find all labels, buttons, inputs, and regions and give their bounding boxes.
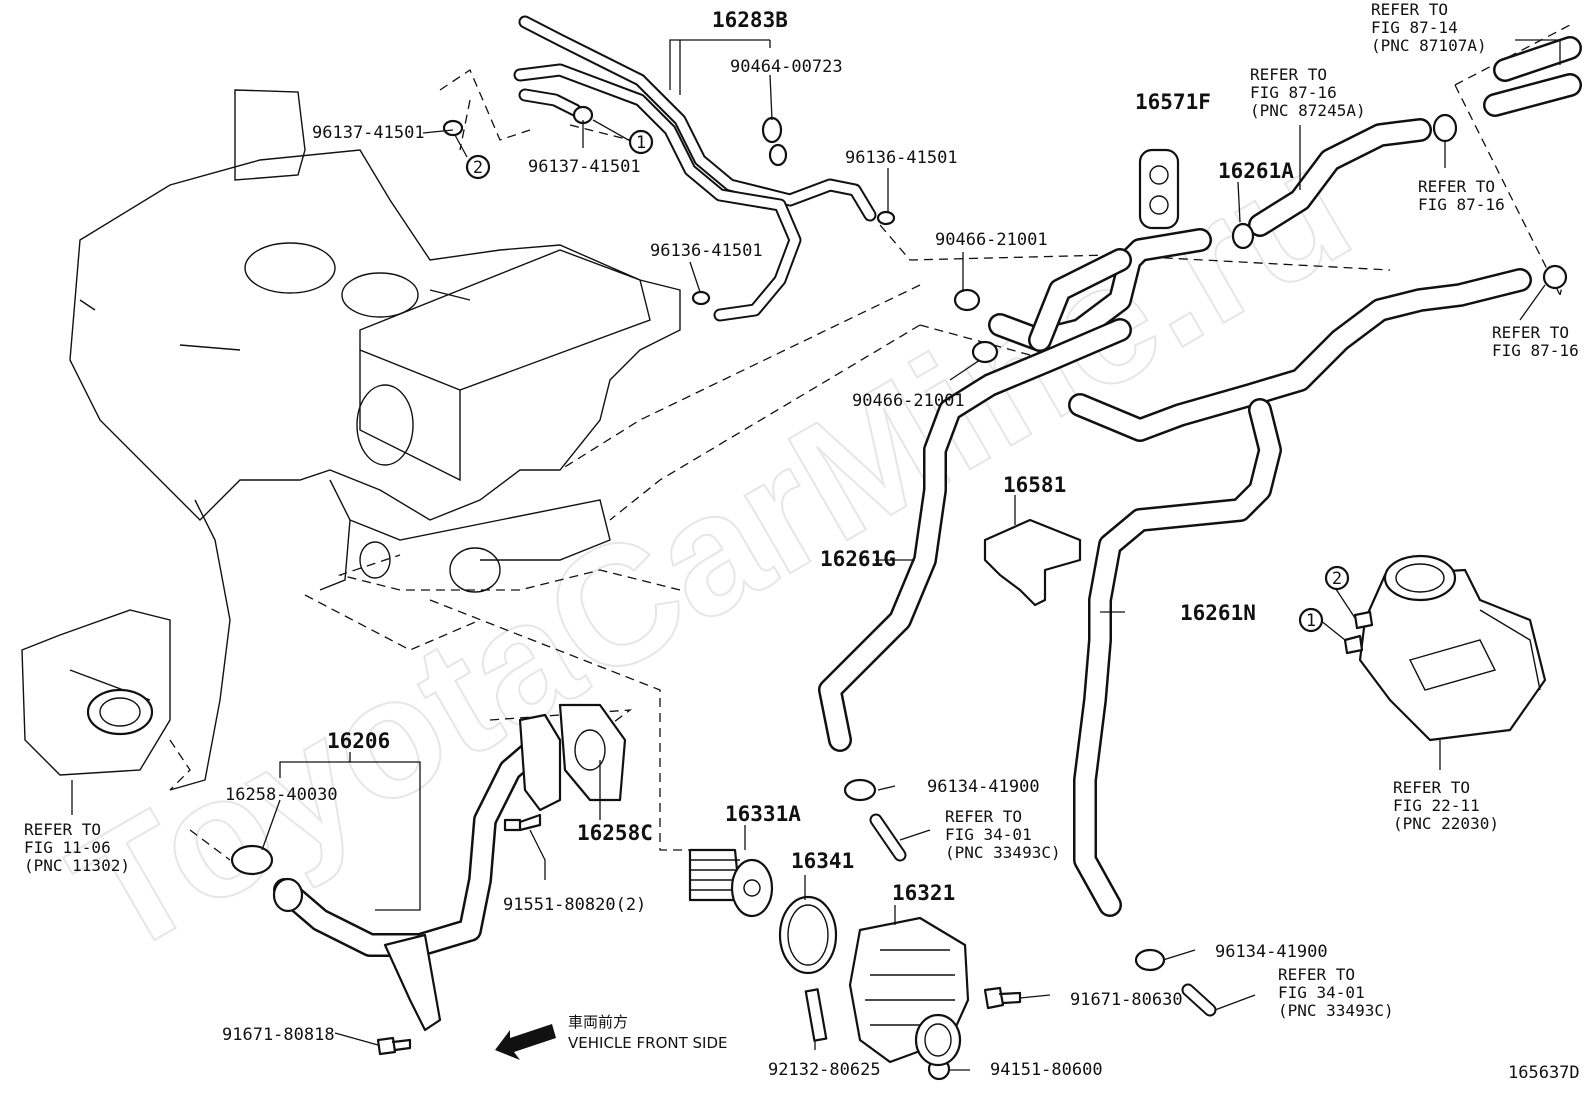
label-16283B: 16283B [712, 8, 788, 32]
label-16206: 16206 [327, 729, 390, 753]
ref-87-16-b-l1: REFER TO [1418, 177, 1495, 196]
throttle-body [1343, 554, 1547, 742]
gasket-16341 [778, 895, 838, 975]
guide-lines [169, 24, 1571, 861]
ref-87-14-l3: (PNC 87107A) [1371, 36, 1487, 55]
ref-22-11-l3: (PNC 22030) [1393, 814, 1499, 833]
ref-34-01-a-l2: FIG 34-01 [945, 825, 1032, 844]
label-16341: 16341 [791, 849, 854, 873]
ref-87-16-a-l2: FIG 87-16 [1250, 83, 1337, 102]
label-96134-41900-b: 96134-41900 [1215, 942, 1328, 962]
ref-11-06-l1: REFER TO [24, 820, 101, 839]
ref-34-01-b-l3: (PNC 33493C) [1278, 1001, 1394, 1020]
vehicle-front-arrow [495, 1024, 556, 1060]
label-16261G: 16261G [820, 547, 896, 571]
label-16258-40030: 16258-40030 [225, 785, 338, 805]
label-94151-80600: 94151-80600 [990, 1060, 1103, 1080]
label-96137-41501-a: 96137-41501 [312, 123, 425, 143]
ref-11-06-l2: FIG 11-06 [24, 838, 111, 857]
ref-34-01-b-l1: REFER TO [1278, 965, 1355, 984]
ref-87-16-c-l2: FIG 87-16 [1492, 341, 1579, 360]
label-90466-21001-b: 90466-21001 [852, 391, 965, 411]
label-92132-80625: 92132-80625 [768, 1060, 881, 1080]
label-96136-41501-a: 96136-41501 [845, 148, 958, 168]
bracket-16571F [1138, 148, 1180, 230]
thermostat-16331A [688, 848, 774, 918]
circle-1-b: 1 [1306, 611, 1316, 631]
ref-34-01-a-l1: REFER TO [945, 807, 1022, 826]
label-16321: 16321 [892, 881, 955, 905]
label-16571F: 16571F [1135, 90, 1211, 114]
ref-22-11-l2: FIG 22-11 [1393, 796, 1480, 815]
engine-block [21, 89, 681, 791]
label-16331A: 16331A [725, 802, 801, 826]
ref-87-16-a-l1: REFER TO [1250, 65, 1327, 84]
label-96134-41900-a: 96134-41900 [927, 777, 1040, 797]
label-96136-41501-b: 96136-41501 [650, 241, 763, 261]
label-16261N: 16261N [1180, 601, 1256, 625]
ref-34-01-b-l2: FIG 34-01 [1278, 983, 1365, 1002]
label-90466-21001-a: 90466-21001 [935, 230, 1048, 250]
water-inlet-16321 [848, 916, 970, 1067]
small-hose-ends [869, 813, 1217, 1017]
ref-87-16-c-l1: REFER TO [1492, 323, 1569, 342]
part-labels: 16283B 90464-00723 96137-41501 96137-415… [222, 8, 1328, 1080]
circle-callouts: 1 2 2 1 [465, 129, 1350, 633]
label-90464-00723: 90464-00723 [730, 57, 843, 77]
ref-87-16-a-l3: (PNC 87245A) [1250, 101, 1366, 120]
label-16261A: 16261A [1218, 159, 1294, 183]
label-91551-80820: 91551-80820(2) [503, 895, 646, 915]
vehicle-front-en: VEHICLE FRONT SIDE [568, 1034, 728, 1052]
ref-22-11-l1: REFER TO [1393, 778, 1470, 797]
ref-34-01-a-l3: (PNC 33493C) [945, 843, 1061, 862]
circle-1-a: 1 [636, 133, 646, 153]
circle-2-b: 2 [1332, 569, 1342, 589]
clip-16581 [983, 518, 1082, 607]
ref-87-14-l2: FIG 87-14 [1371, 18, 1458, 37]
heater-pipes [1483, 36, 1582, 117]
vehicle-front-jp: 車両前方 [568, 1013, 628, 1031]
label-91671-80630: 91671-80630 [1070, 990, 1183, 1010]
refer-to-notes: REFER TO FIG 87-14 (PNC 87107A) REFER TO… [24, 0, 1579, 1020]
label-16581: 16581 [1003, 473, 1066, 497]
diagram-code: 165637D [1508, 1063, 1580, 1083]
hoses [818, 118, 1532, 917]
ref-87-16-b-l2: FIG 87-16 [1418, 195, 1505, 214]
ref-11-06-l3: (PNC 11302) [24, 856, 130, 875]
ref-87-14-l1: REFER TO [1371, 0, 1448, 19]
label-91671-80818: 91671-80818 [222, 1025, 335, 1045]
tube-16283B [513, 15, 877, 322]
label-96137-41501-b: 96137-41501 [528, 157, 641, 177]
circle-2-a: 2 [473, 158, 483, 178]
label-16258C: 16258C [577, 821, 653, 845]
water-pipe-16206 [230, 703, 627, 1032]
